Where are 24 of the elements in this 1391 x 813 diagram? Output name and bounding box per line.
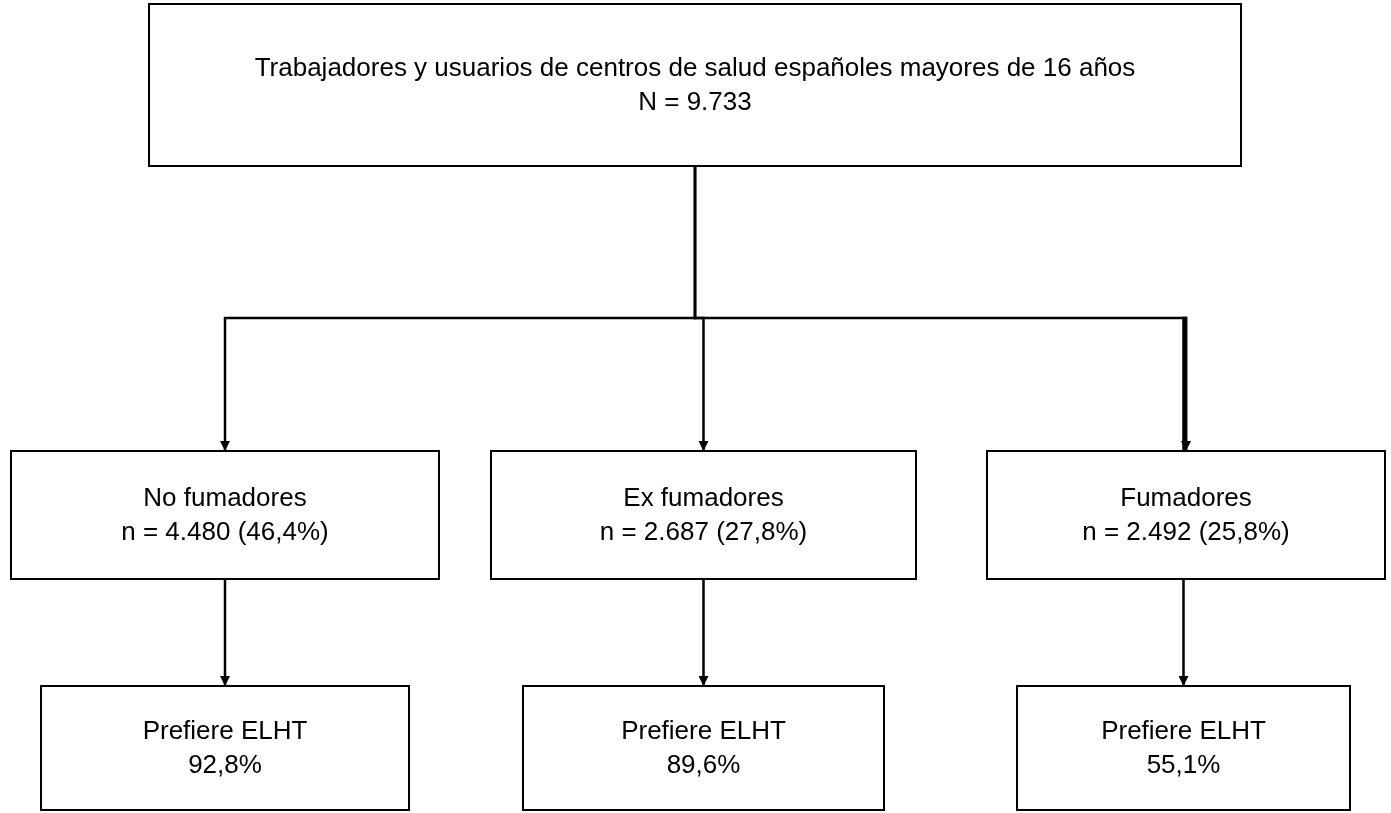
process-box [10,450,440,580]
box-text: n = 2.492 (25,8%) [1082,515,1290,548]
box-text: 89,6% [666,748,741,781]
box-text: Prefiere ELHT [142,714,308,748]
process-box [40,685,410,811]
box-text: Fumadores [1120,481,1252,515]
process-box [490,450,917,580]
box-text: n = 4.480 (46,4%) [121,515,329,548]
box-text: No fumadores [143,481,307,515]
box-text: Prefiere ELHT [621,714,786,748]
box-text: N = 9.733 [638,85,752,118]
box-text: n = 2.687 (27,8%) [599,515,808,548]
box-text: 92,8% [188,748,262,781]
process-box [148,3,1242,167]
arrow [698,580,709,686]
box-text: 55,1% [1146,748,1221,781]
arrow [693,167,1191,451]
arrow [220,580,230,686]
process-box [986,450,1386,580]
box-text: Trabajadores y usuarios de centros de salud españoles mayores de 16 años [254,51,1136,85]
box-text: Ex fumadores [623,481,784,515]
box-text: Prefiere ELHT [1101,714,1266,748]
process-box [522,685,885,811]
process-box [1016,685,1351,811]
